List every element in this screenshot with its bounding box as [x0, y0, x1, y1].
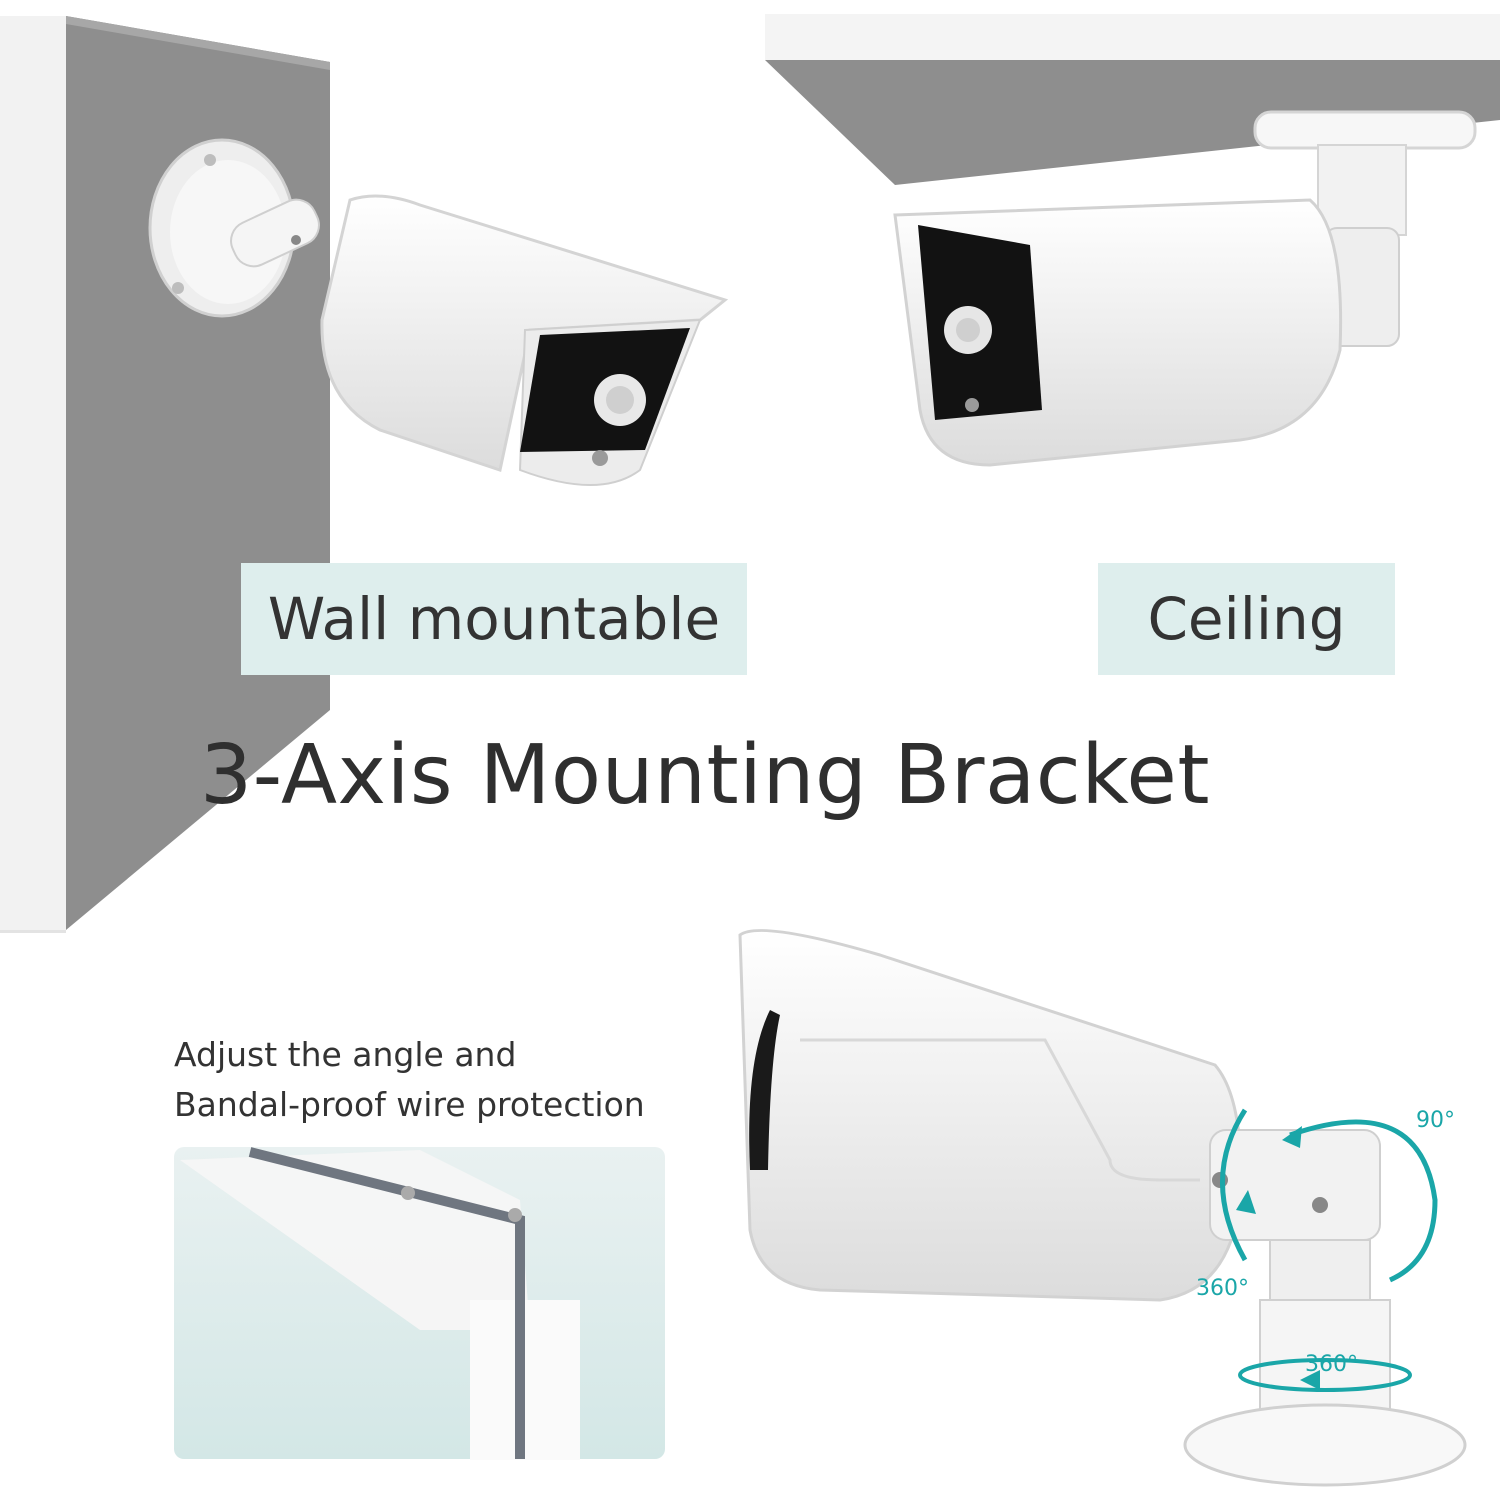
adjust-line-2: Bandal-proof wire protection	[174, 1085, 645, 1124]
adjust-caption: Adjust the angle and Bandal-proof wire p…	[174, 1030, 645, 1130]
wire-panel	[174, 1147, 665, 1460]
bottom-camera	[738, 929, 1467, 1487]
ceiling-label: Ceiling	[1098, 563, 1395, 675]
ceiling-block	[765, 14, 1500, 185]
adjust-line-1: Adjust the angle and	[174, 1035, 517, 1074]
wall-mountable-label: Wall mountable	[241, 563, 747, 675]
tilt-degree-label: 90°	[1416, 1108, 1455, 1133]
base-degree-label: 360°	[1305, 1352, 1358, 1377]
wall-camera	[148, 138, 729, 486]
ceiling-text: Ceiling	[1147, 585, 1346, 653]
wall-mountable-text: Wall mountable	[267, 585, 721, 653]
headline: 3-Axis Mounting Bracket	[200, 728, 1210, 823]
ceiling-camera	[893, 110, 1477, 467]
pan-degree-label: 360°	[1196, 1276, 1249, 1301]
